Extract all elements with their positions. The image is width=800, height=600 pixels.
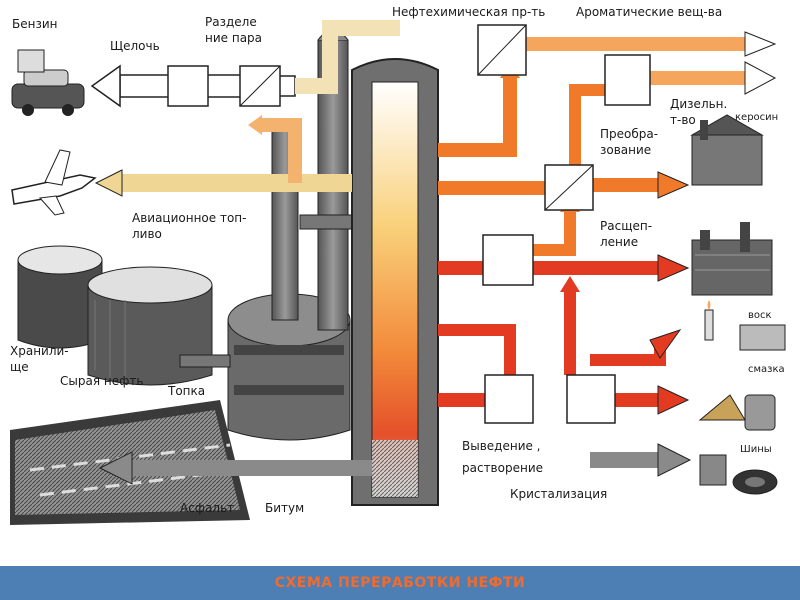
car-icon [11, 49, 85, 116]
label-smazka: смазка [748, 364, 785, 375]
label-benzin: Бензин [12, 17, 58, 31]
label-topka: Топка [167, 384, 205, 398]
label-bitum: Битум [265, 501, 304, 515]
label-syraya-neft: Сырая нефть [60, 374, 143, 388]
label-vosk: воск [748, 310, 772, 321]
label-vyvedenie: Выведение ,растворение [462, 439, 543, 475]
refinery-column-icon [351, 58, 439, 506]
label-khranilishche: Хранили-ще [10, 344, 69, 374]
candle-icon [704, 300, 786, 351]
label-kristallizatsiya: Кристализация [510, 487, 607, 501]
arrow-wax [438, 276, 682, 380]
label-shiny: Шины [740, 444, 772, 455]
label-asfalt: Асфальт [180, 501, 234, 515]
arrow-diesel [438, 171, 690, 199]
arrow-tires [590, 443, 692, 477]
footer-title: СХЕМА ПЕРЕРАБОТКИ НЕФТИ [274, 575, 526, 591]
arrow-aromatic [569, 61, 777, 165]
arrow-lubricant [438, 385, 690, 415]
label-rasshcheplenie: Расщеп-ление [600, 219, 652, 249]
arrow-aviation [94, 115, 352, 197]
arrow-bitum [98, 451, 372, 485]
factory-icon [690, 114, 773, 296]
label-neftekhim: Нефтехимическая пр-ть [392, 5, 545, 19]
oil-can-icon [698, 394, 776, 431]
process-boxes [167, 24, 651, 424]
label-shchelochi: Щелочь [110, 39, 160, 53]
airplane-icon [11, 149, 97, 216]
tire-icon [699, 454, 778, 495]
footer-bar: СХЕМА ПЕРЕРАБОТКИ НЕФТИ [0, 566, 800, 600]
label-aviation: Авиационное топ-ливо [132, 211, 246, 241]
label-preobrazovanie: Преобра-зование [600, 127, 658, 157]
arrow-cracking [438, 198, 690, 282]
label-aromatic: Ароматические вещ-ва [576, 5, 722, 19]
label-dizel: Дизельн.т-во [670, 97, 727, 127]
label-kerosin: керосин [735, 112, 778, 123]
